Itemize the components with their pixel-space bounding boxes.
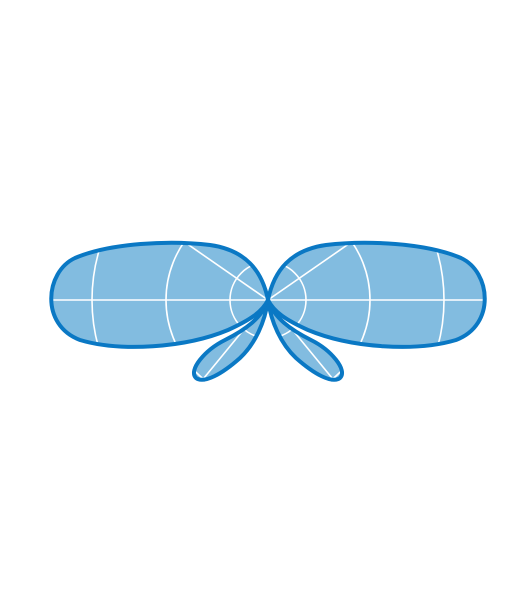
main-lobe-right-shape — [268, 242, 485, 347]
side-lobe-lower-left-shape — [193, 300, 268, 380]
main-lobe-right-outline — [266, 240, 487, 349]
side-lobe-lower-right-shape — [268, 300, 343, 380]
main-lobe-left-outline — [49, 240, 270, 349]
side-lobe-lower-left-outline — [192, 298, 270, 382]
main-lobe-right — [266, 240, 487, 349]
main-lobe-left-shape — [51, 242, 268, 347]
main-lobe-left — [49, 240, 270, 349]
side-lobe-lower-right-outline — [266, 298, 344, 382]
